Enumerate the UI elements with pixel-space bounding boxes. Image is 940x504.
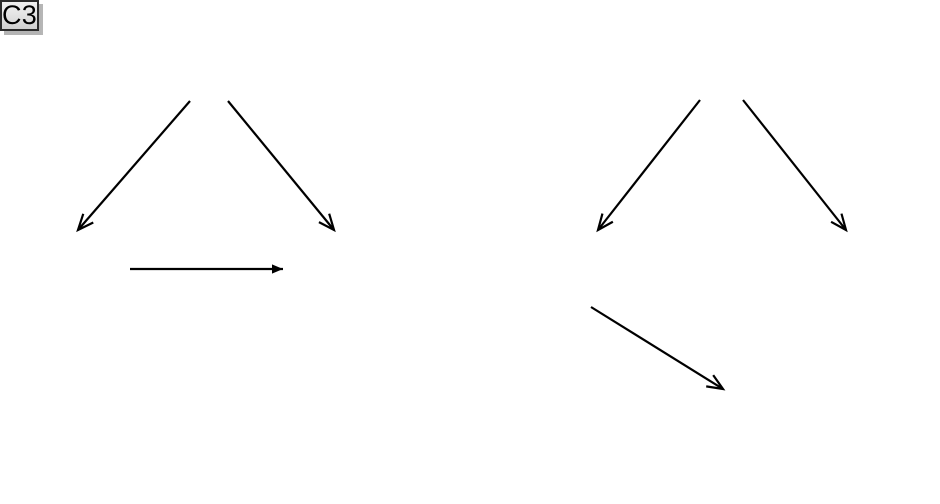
edge-A2-C2 (742, 99, 848, 233)
edge-line (77, 100, 191, 231)
edge-A-C (227, 100, 336, 233)
edge-line (227, 100, 335, 231)
edge-A2-B2 (596, 99, 701, 233)
edge-line (590, 306, 724, 390)
node-C3[interactable]: C3 (0, 0, 39, 31)
arrowhead-open (76, 213, 94, 233)
arrowhead-open (830, 213, 848, 233)
arrowhead-open (706, 374, 726, 391)
arrowhead-filled (272, 264, 283, 274)
edge-A-B (76, 100, 191, 233)
node-label: C3 (2, 0, 37, 30)
arrowhead-open (596, 213, 614, 233)
edge-B-C (130, 264, 283, 274)
edge-line (597, 99, 701, 231)
edge-B2-C3 (590, 306, 726, 391)
arrowhead-open (318, 213, 336, 233)
edge-line (742, 99, 847, 231)
